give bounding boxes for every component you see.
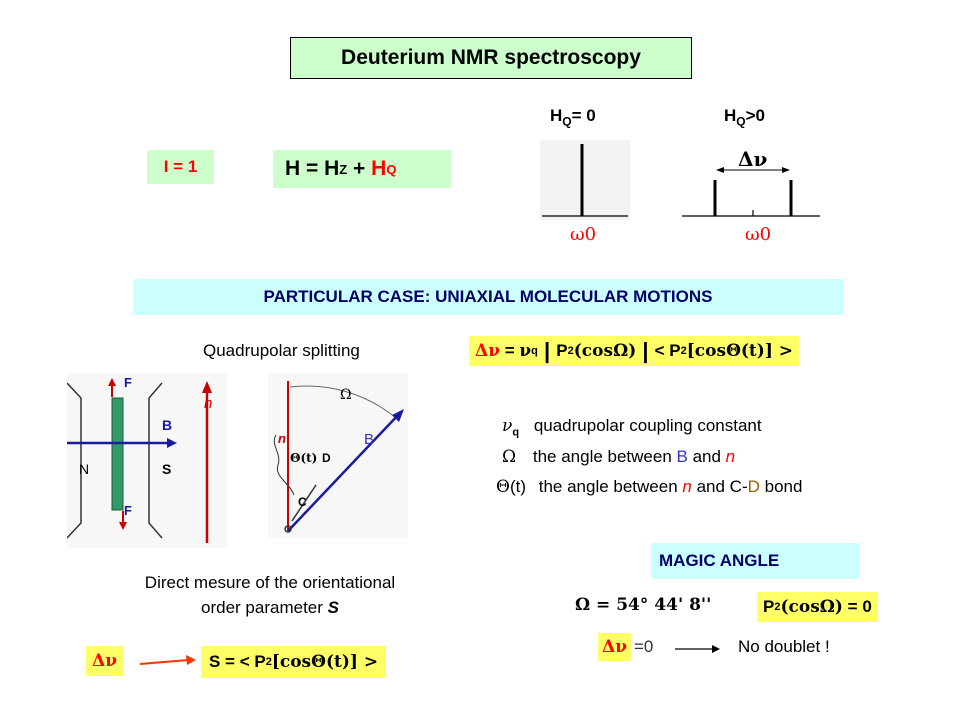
- bottom-delta-nu: Δν: [86, 646, 123, 676]
- b-vector: [287, 412, 401, 532]
- magic-delta-nu: Δν: [598, 633, 631, 661]
- spin-label: I = 1: [147, 150, 214, 184]
- south-pole-label: S: [162, 461, 172, 477]
- delta-nu-label: Δν: [738, 147, 768, 171]
- force-label-bottom: F: [124, 503, 132, 518]
- page-title: Deuterium NMR spectroscopy: [290, 37, 692, 79]
- omega0-right: ω0: [745, 224, 772, 245]
- omega0-left: ω0: [570, 224, 597, 245]
- theta-angle-label: Θ(t): [290, 451, 318, 465]
- arrow-no-doublet: [675, 645, 720, 653]
- left-spectrum-bg: [540, 140, 630, 220]
- delta-nu-zero: =0: [634, 637, 654, 656]
- nmr-spectra-diagram: [540, 140, 820, 220]
- deuterium-label: D: [322, 451, 331, 465]
- definition-omega: Ω the angle between B and n: [502, 447, 736, 467]
- b-angle-label: B: [364, 431, 375, 448]
- field-label: B: [162, 417, 173, 433]
- uniaxial-banner: PARTICULAR CASE: UNIAXIAL MOLECULAR MOTI…: [133, 279, 843, 315]
- sample-tube: [111, 397, 124, 511]
- definition-theta: Θ(t) the angle between n and C-D bond: [496, 477, 803, 497]
- magic-angle-value: Ω = 54° 44' 8'': [575, 595, 712, 615]
- angle-diagram: Ω n B Θ(t) D C: [268, 373, 408, 538]
- carbon-label: C: [298, 495, 307, 509]
- direct-measure-line2: order parameter S: [201, 598, 339, 617]
- cd-bond: [291, 484, 317, 522]
- omega-angle-label: Ω: [340, 387, 352, 403]
- arrow-right: [139, 655, 196, 665]
- n-angle-label: n: [278, 431, 286, 446]
- force-label-top: F: [124, 375, 132, 390]
- definition-nuq: νq quadrupolar coupling constant: [502, 416, 762, 439]
- magic-angle-label: MAGIC ANGLE: [651, 543, 859, 579]
- quadrupolar-splitting-label: Quadrupolar splitting: [203, 341, 360, 360]
- direct-measure-line1: Direct mesure of the orientational: [144, 573, 396, 592]
- magnet-diagram: F F B N S n: [67, 373, 227, 548]
- no-doublet-label: No doublet !: [738, 637, 830, 656]
- north-pole-label: N: [79, 461, 90, 477]
- hq-positive-label: HQ>0: [724, 106, 766, 129]
- hq-zero-label: HQ= 0: [550, 106, 596, 129]
- director-label: n: [204, 395, 213, 412]
